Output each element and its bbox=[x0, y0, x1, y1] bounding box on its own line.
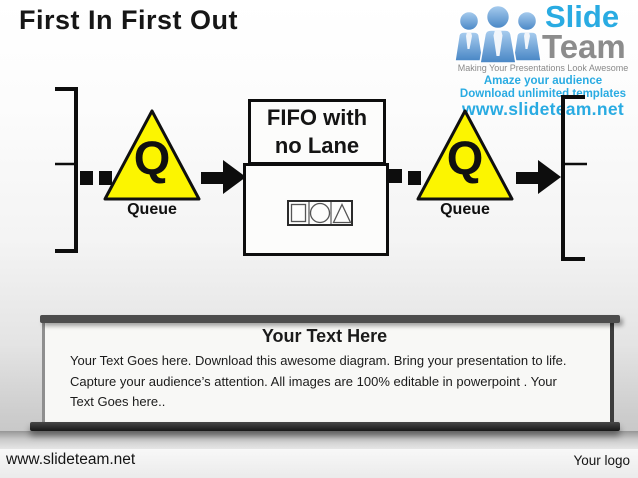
dash-segment bbox=[99, 171, 112, 185]
textbox-top-bar bbox=[40, 315, 620, 323]
triangle-icon bbox=[416, 109, 514, 201]
left-bracket-shape bbox=[55, 87, 78, 253]
footer-website[interactable]: www.slideteam.net bbox=[6, 451, 136, 468]
square-icon bbox=[290, 203, 307, 223]
triangle-icon bbox=[332, 202, 352, 224]
queue-label-left: Queue bbox=[127, 201, 177, 218]
right-bracket-shape bbox=[561, 95, 587, 261]
footer-logo-placeholder: Your logo bbox=[573, 453, 630, 468]
queue-label-right: Queue bbox=[440, 201, 490, 218]
dash-segment bbox=[389, 169, 402, 183]
textbox-bottom-bar bbox=[30, 422, 620, 431]
footer-strip bbox=[0, 449, 638, 478]
slideteam-logo: Slide Team Making Your Presentations Loo… bbox=[450, 0, 638, 124]
circle-icon bbox=[309, 202, 331, 224]
page-title: First In First Out bbox=[19, 5, 239, 35]
shadow-band bbox=[0, 431, 638, 449]
fifo-box-title[interactable]: FIFO with no Lane bbox=[248, 99, 386, 165]
logo-text-team: Team bbox=[542, 28, 626, 65]
dash-segment bbox=[408, 171, 421, 185]
logo-text-slide: Slide bbox=[545, 0, 620, 34]
arrow-right-icon bbox=[201, 160, 246, 194]
text-placeholder-box[interactable] bbox=[42, 319, 614, 423]
dash-segment bbox=[80, 171, 93, 185]
items-strip bbox=[287, 200, 353, 226]
logo-promo-line1: Amaze your audience bbox=[483, 75, 603, 87]
people-group-icon bbox=[454, 4, 542, 63]
queue-symbol: Q bbox=[133, 131, 171, 184]
queue-triangle-right[interactable]: Q bbox=[414, 107, 516, 203]
queue-symbol: Q bbox=[446, 131, 484, 184]
fifo-box-title-text: FIFO with no Lane bbox=[266, 105, 368, 158]
textbox-heading: Your Text Here bbox=[261, 326, 388, 346]
logo-tagline: Making Your Presentations Look Awesome bbox=[457, 63, 629, 73]
textbox-body: Your Text Goes here. Download this aweso… bbox=[70, 353, 567, 409]
queue-triangle-left[interactable]: Q bbox=[101, 107, 203, 203]
arrow-right-icon bbox=[516, 160, 561, 194]
triangle-icon bbox=[103, 109, 201, 201]
logo-website-link[interactable]: www.slideteam.net bbox=[462, 99, 624, 119]
